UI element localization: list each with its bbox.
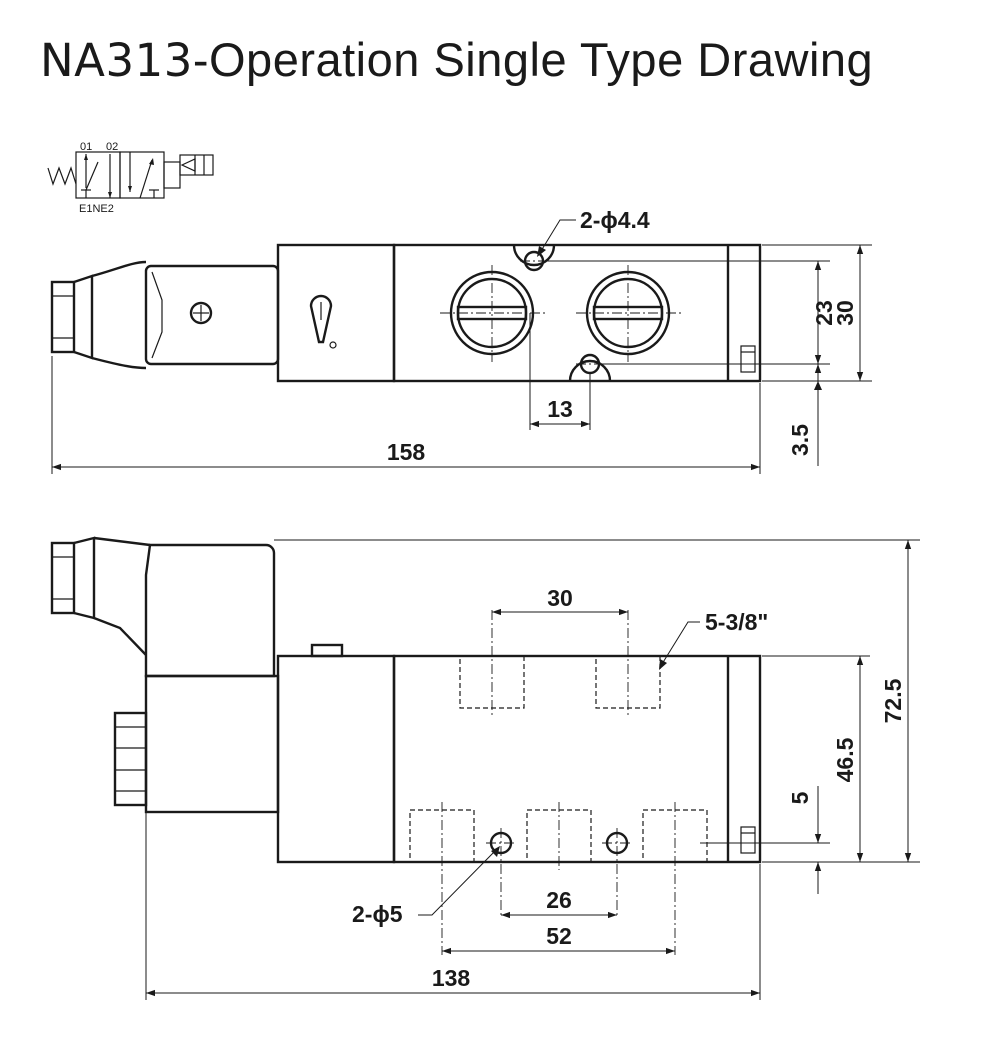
page-title: NA313-Operation Single Type Drawing [40, 30, 873, 91]
top-view: 2-ϕ4.4 23 30 3.5 13 158 [50, 207, 872, 474]
title-text: -Operation Single Type Drawing [192, 33, 874, 86]
front-valve-body [392, 654, 762, 864]
front-connector-cap [50, 536, 151, 656]
dim-30-front: 30 [547, 585, 573, 611]
valve-body [392, 243, 762, 383]
top-port-left [440, 265, 545, 362]
mount-holes-label: 2-ϕ4.4 [580, 207, 650, 233]
dim-138: 138 [432, 965, 471, 991]
front-end-cap [276, 654, 396, 864]
front-coil-base [144, 674, 280, 814]
exhaust-ports-label: E1NE2 [79, 203, 114, 215]
hidden-port-bottom-2 [526, 809, 592, 863]
ports-label: 5-3/8" [705, 609, 768, 635]
dim-26: 26 [546, 887, 572, 913]
dim-52: 52 [546, 923, 572, 949]
holes-label: 2-ϕ5 [352, 901, 403, 927]
dim-23: 23 [811, 300, 837, 326]
manual-override-icon [309, 294, 333, 344]
mount-hole-top [512, 244, 556, 272]
dim-46-5: 46.5 [832, 737, 858, 782]
port-02-label: 02 [106, 141, 118, 153]
valve-symbol: 01 02 E1NE2 [47, 141, 214, 215]
model-number: NA313 [40, 34, 193, 87]
front-view: 30 5-3/8" 72.5 46.5 5 2-ϕ5 26 52 13 [50, 536, 920, 1000]
end-cap-block [276, 243, 396, 383]
hidden-port-bottom-3 [642, 809, 708, 863]
screw-icon [189, 301, 213, 325]
dim-158: 158 [387, 439, 426, 465]
connector-cap [50, 260, 147, 370]
dim-13: 13 [547, 396, 573, 422]
dim-3-5: 3.5 [787, 424, 813, 456]
front-knob [113, 711, 148, 807]
dim-30-top: 30 [832, 300, 858, 326]
dim-5: 5 [787, 791, 813, 804]
top-port-right [576, 265, 681, 362]
port-01-label: 01 [80, 141, 92, 153]
dim-72-5: 72.5 [880, 678, 906, 723]
front-coil-housing [144, 543, 276, 678]
hidden-port-bottom-1 [409, 809, 475, 863]
